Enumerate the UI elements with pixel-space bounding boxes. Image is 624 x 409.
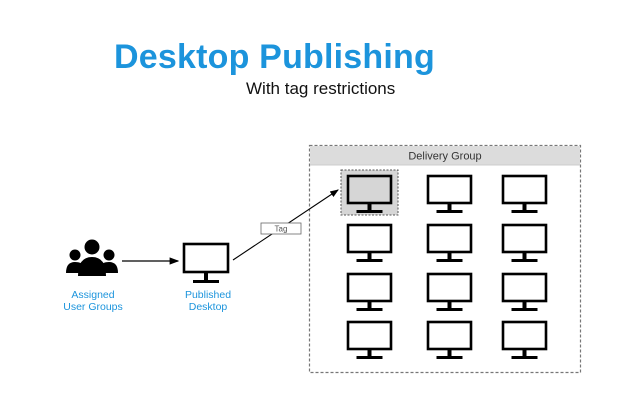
machine-grid	[340, 169, 548, 359]
user-groups-label-line2: User Groups	[63, 301, 123, 313]
delivery-group-title: Delivery Group	[408, 151, 481, 163]
user-groups-label: Assigned User Groups	[58, 289, 128, 313]
page-title: Desktop Publishing	[114, 38, 435, 76]
monitor-icon	[426, 223, 473, 262]
machine	[426, 272, 473, 311]
published-desktop-monitor-icon	[182, 242, 230, 283]
monitor-icon	[501, 272, 548, 311]
monitor-icon	[501, 320, 548, 359]
machine	[501, 174, 548, 213]
monitor-icon	[426, 272, 473, 311]
machine	[426, 223, 473, 262]
tag-label: Tag	[260, 222, 302, 235]
machine	[501, 223, 548, 262]
machine	[426, 174, 473, 213]
machine	[501, 272, 548, 311]
published-desktop-label-line2: Desktop	[188, 301, 228, 313]
machine	[346, 272, 393, 311]
published-desktop-label-line1: Published	[184, 289, 232, 301]
monitor-icon	[346, 223, 393, 262]
users-icon	[66, 239, 118, 276]
page-subtitle: With tag restrictions	[246, 79, 396, 98]
machine	[426, 320, 473, 359]
monitor-icon	[346, 320, 393, 359]
published-desktop-label: Published Desktop	[173, 289, 243, 313]
machine	[501, 320, 548, 359]
monitor-icon	[346, 272, 393, 311]
monitor-icon	[426, 174, 473, 213]
monitor-icon	[501, 223, 548, 262]
monitor-icon	[346, 174, 393, 213]
monitor-icon	[426, 320, 473, 359]
machine	[346, 223, 393, 262]
monitor-icon	[501, 174, 548, 213]
tag-label-text: Tag	[275, 225, 288, 234]
selected-machine	[340, 169, 399, 216]
user-groups-label-line1: Assigned	[71, 289, 115, 301]
machine	[346, 320, 393, 359]
